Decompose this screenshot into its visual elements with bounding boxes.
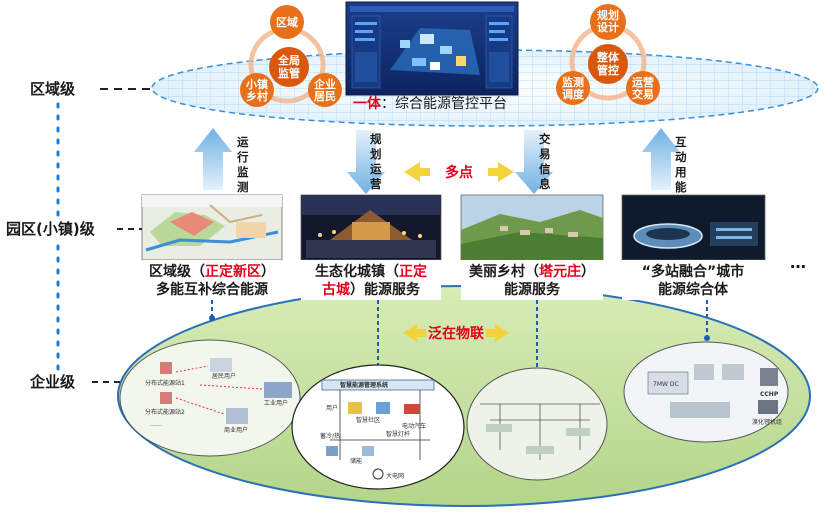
arrow-down-planning [347,130,385,194]
e4-dc: 7MW DC [653,381,679,388]
svg-text:动: 动 [675,150,687,164]
svg-text:整体: 整体 [596,50,620,64]
photo-beautiful-village [460,194,604,261]
e4-lithium-bromide: 溴化锂机组 [752,418,782,426]
e1-ellipsis: …… [150,421,162,428]
caption-box-3 [461,260,603,300]
caption-2-line-1: 生态化城镇（正定 [315,263,427,280]
platform-screenshot [345,1,519,96]
svg-text:易: 易 [539,147,551,161]
svg-text:设计: 设计 [597,20,619,34]
svg-text:小镇: 小镇 [245,77,268,91]
e4-cchp: CCHP [760,391,779,398]
caption-1-line-1: 区域级（正定新区） [149,263,275,280]
e2-user: 用户 [326,404,338,412]
svg-text:交: 交 [539,132,551,146]
more-ellipsis: … [790,253,806,272]
svg-text:监管: 监管 [278,66,300,80]
caption-box-2 [301,260,441,300]
level-label-enterprise: 企业级 [29,373,76,391]
svg-text:监: 监 [237,165,249,179]
arrow-label-3: 交 易 信 息 [539,132,551,191]
level-label-region: 区域级 [30,80,76,98]
enterprise-cchp [623,341,789,443]
svg-text:运营: 运营 [632,75,654,89]
caption-4-line-2: 能源综合体 [658,281,729,298]
multipoint-label: 多点 [445,164,473,181]
arrow-label-1: 运 行 监 测 [236,135,249,194]
caption-1-line-2: 多能互补综合能源 [156,281,268,298]
svg-text:监测: 监测 [562,75,584,89]
arrow-up-operation-monitor [194,128,232,190]
caption-box-4 [622,260,765,300]
multipoint-double-arrow [404,162,514,182]
svg-text:信: 信 [539,162,551,176]
e2-title: 智慧能源管理系统 [340,381,388,389]
svg-text:规: 规 [370,132,382,146]
level-label-park: 园区(小镇)级 [6,220,96,238]
svg-text:企业: 企业 [313,77,336,91]
svg-text:调度: 调度 [562,87,585,101]
svg-text:运: 运 [237,135,249,149]
arrow-up-interactive-energy [642,128,680,190]
iot-double-arrow [403,324,509,342]
arrow-label-4: 互 动 用 能 [674,135,687,194]
svg-text:能: 能 [675,180,687,194]
enterprise-smart-energy [291,364,465,490]
svg-text:区域: 区域 [276,15,298,29]
svg-text:行: 行 [236,150,249,164]
svg-text:用: 用 [674,165,687,179]
platform-label: 一体：综合能源管控平台 [353,95,507,112]
svg-text:居民: 居民 [314,90,336,103]
e1-station-1: 分布式能源站1 [145,379,185,387]
e2-ev: 电动汽车 [402,422,426,430]
svg-text:全局: 全局 [277,53,300,67]
enterprise-distributed-energy [119,339,301,457]
svg-text:乡村: 乡村 [246,89,268,103]
caption-3-line-2: 能源服务 [504,281,561,298]
e1-station-2: 分布式能源站2 [145,408,185,416]
e2-grid: 大电网 [386,472,404,480]
e1-commercial: 商业用户 [224,426,248,434]
e1-industrial: 工业用户 [264,399,288,407]
enterprise-schematic [466,367,608,481]
svg-text:互: 互 [675,135,687,149]
photo-zhengding-map [141,194,283,261]
caption-4-line-1: “多站融合”城市 [642,263,744,280]
svg-text:规划: 规划 [597,8,619,22]
e2-community: 智慧社区 [356,416,380,424]
photo-ecological-town [300,194,442,261]
caption-3-line-1: 美丽乡村（塔元庄） [469,263,595,280]
e2-lamp: 智慧灯杆 [386,430,410,438]
arrow-label-2: 规 划 运 营 [370,132,382,191]
iot-label: 泛在物联 [428,325,485,342]
e2-storage-heat: 蓄冷/热 [320,432,340,440]
right-function-cluster: 规划 设计 整体 管控 监测 调度 运营 交易 [556,4,660,105]
arrow-down-trade-info [515,130,553,194]
svg-text:划: 划 [370,147,382,161]
svg-text:测: 测 [237,180,249,194]
left-function-cluster: 区域 全局 监管 小镇 乡村 企业 居民 [240,5,342,107]
photo-multi-station [621,194,766,261]
caption-2-line-2: 古城）能源服务 [322,281,421,298]
e2-battery: 储能 [350,457,362,465]
svg-text:运: 运 [370,162,382,176]
caption-box-1 [142,260,282,300]
svg-text:营: 营 [370,177,382,191]
e1-resident: 居民用户 [212,372,236,380]
svg-text:息: 息 [539,177,551,191]
svg-text:管控: 管控 [597,63,619,77]
svg-text:交易: 交易 [632,87,654,101]
